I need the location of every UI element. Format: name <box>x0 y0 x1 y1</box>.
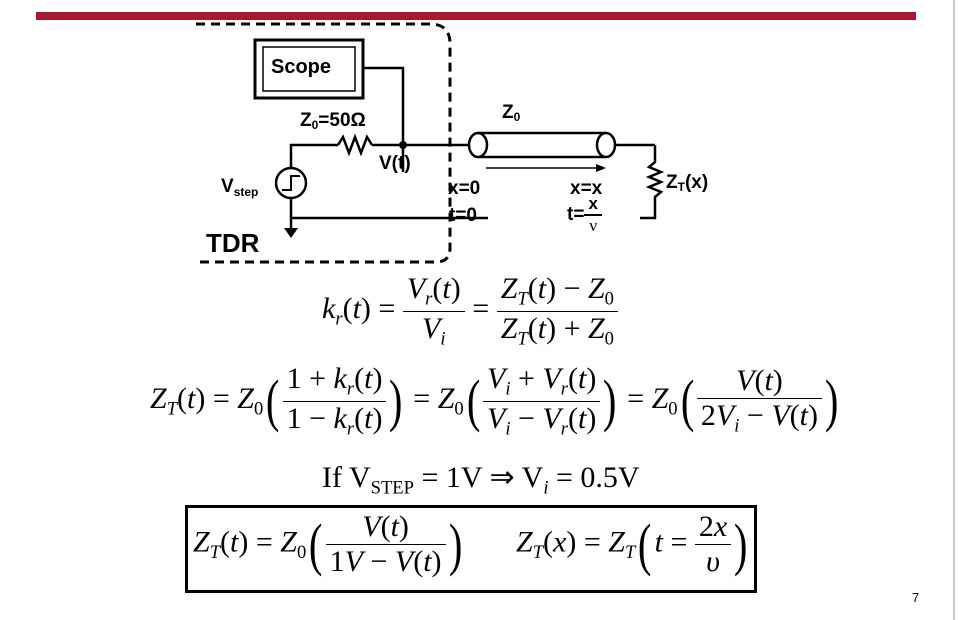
coax-right-end <box>595 131 617 159</box>
t-over-v-label: t= x ν <box>567 194 602 236</box>
load-resistor <box>640 145 665 220</box>
impedance-equation: ZT(t) = Z0(1 + kr(t)1 − kr(t)) = Z0(Vi +… <box>150 362 839 439</box>
line-z0-label: Z0 <box>502 102 521 124</box>
scope-probe-wire <box>363 66 405 172</box>
boxed-zt-t-equation: ZT(t) = Z0(V(t)1V − V(t)) <box>193 510 462 578</box>
source-top-wire <box>289 143 338 168</box>
title-accent-bar <box>36 12 916 20</box>
coax-left-end <box>467 131 489 159</box>
tdr-circuit-diagram <box>196 22 665 264</box>
t0-label: t=0 <box>449 205 477 226</box>
result-box <box>185 505 757 593</box>
tdr-label: TDR <box>206 228 260 258</box>
scope-box-inner <box>262 46 356 92</box>
page-number: 7 <box>912 590 920 605</box>
vt-node-label: V(t) <box>379 153 411 174</box>
z0-resistor <box>336 133 374 157</box>
z0-resistor-label: Z0=50Ω <box>300 110 366 132</box>
x0-label: x=0 <box>448 178 481 199</box>
scope-label: Scope <box>271 56 332 78</box>
vstep-label: Vstep <box>221 176 259 199</box>
xx-label: x=x <box>570 178 603 199</box>
ground-icon <box>284 228 298 238</box>
slide-edge-line <box>953 0 955 620</box>
step-waveform-icon <box>282 175 300 191</box>
step-condition-line: If VSTEP = 1V ⇒ Vi = 0.5V <box>322 461 640 499</box>
load-zt-label: ZT(x) <box>666 172 709 194</box>
